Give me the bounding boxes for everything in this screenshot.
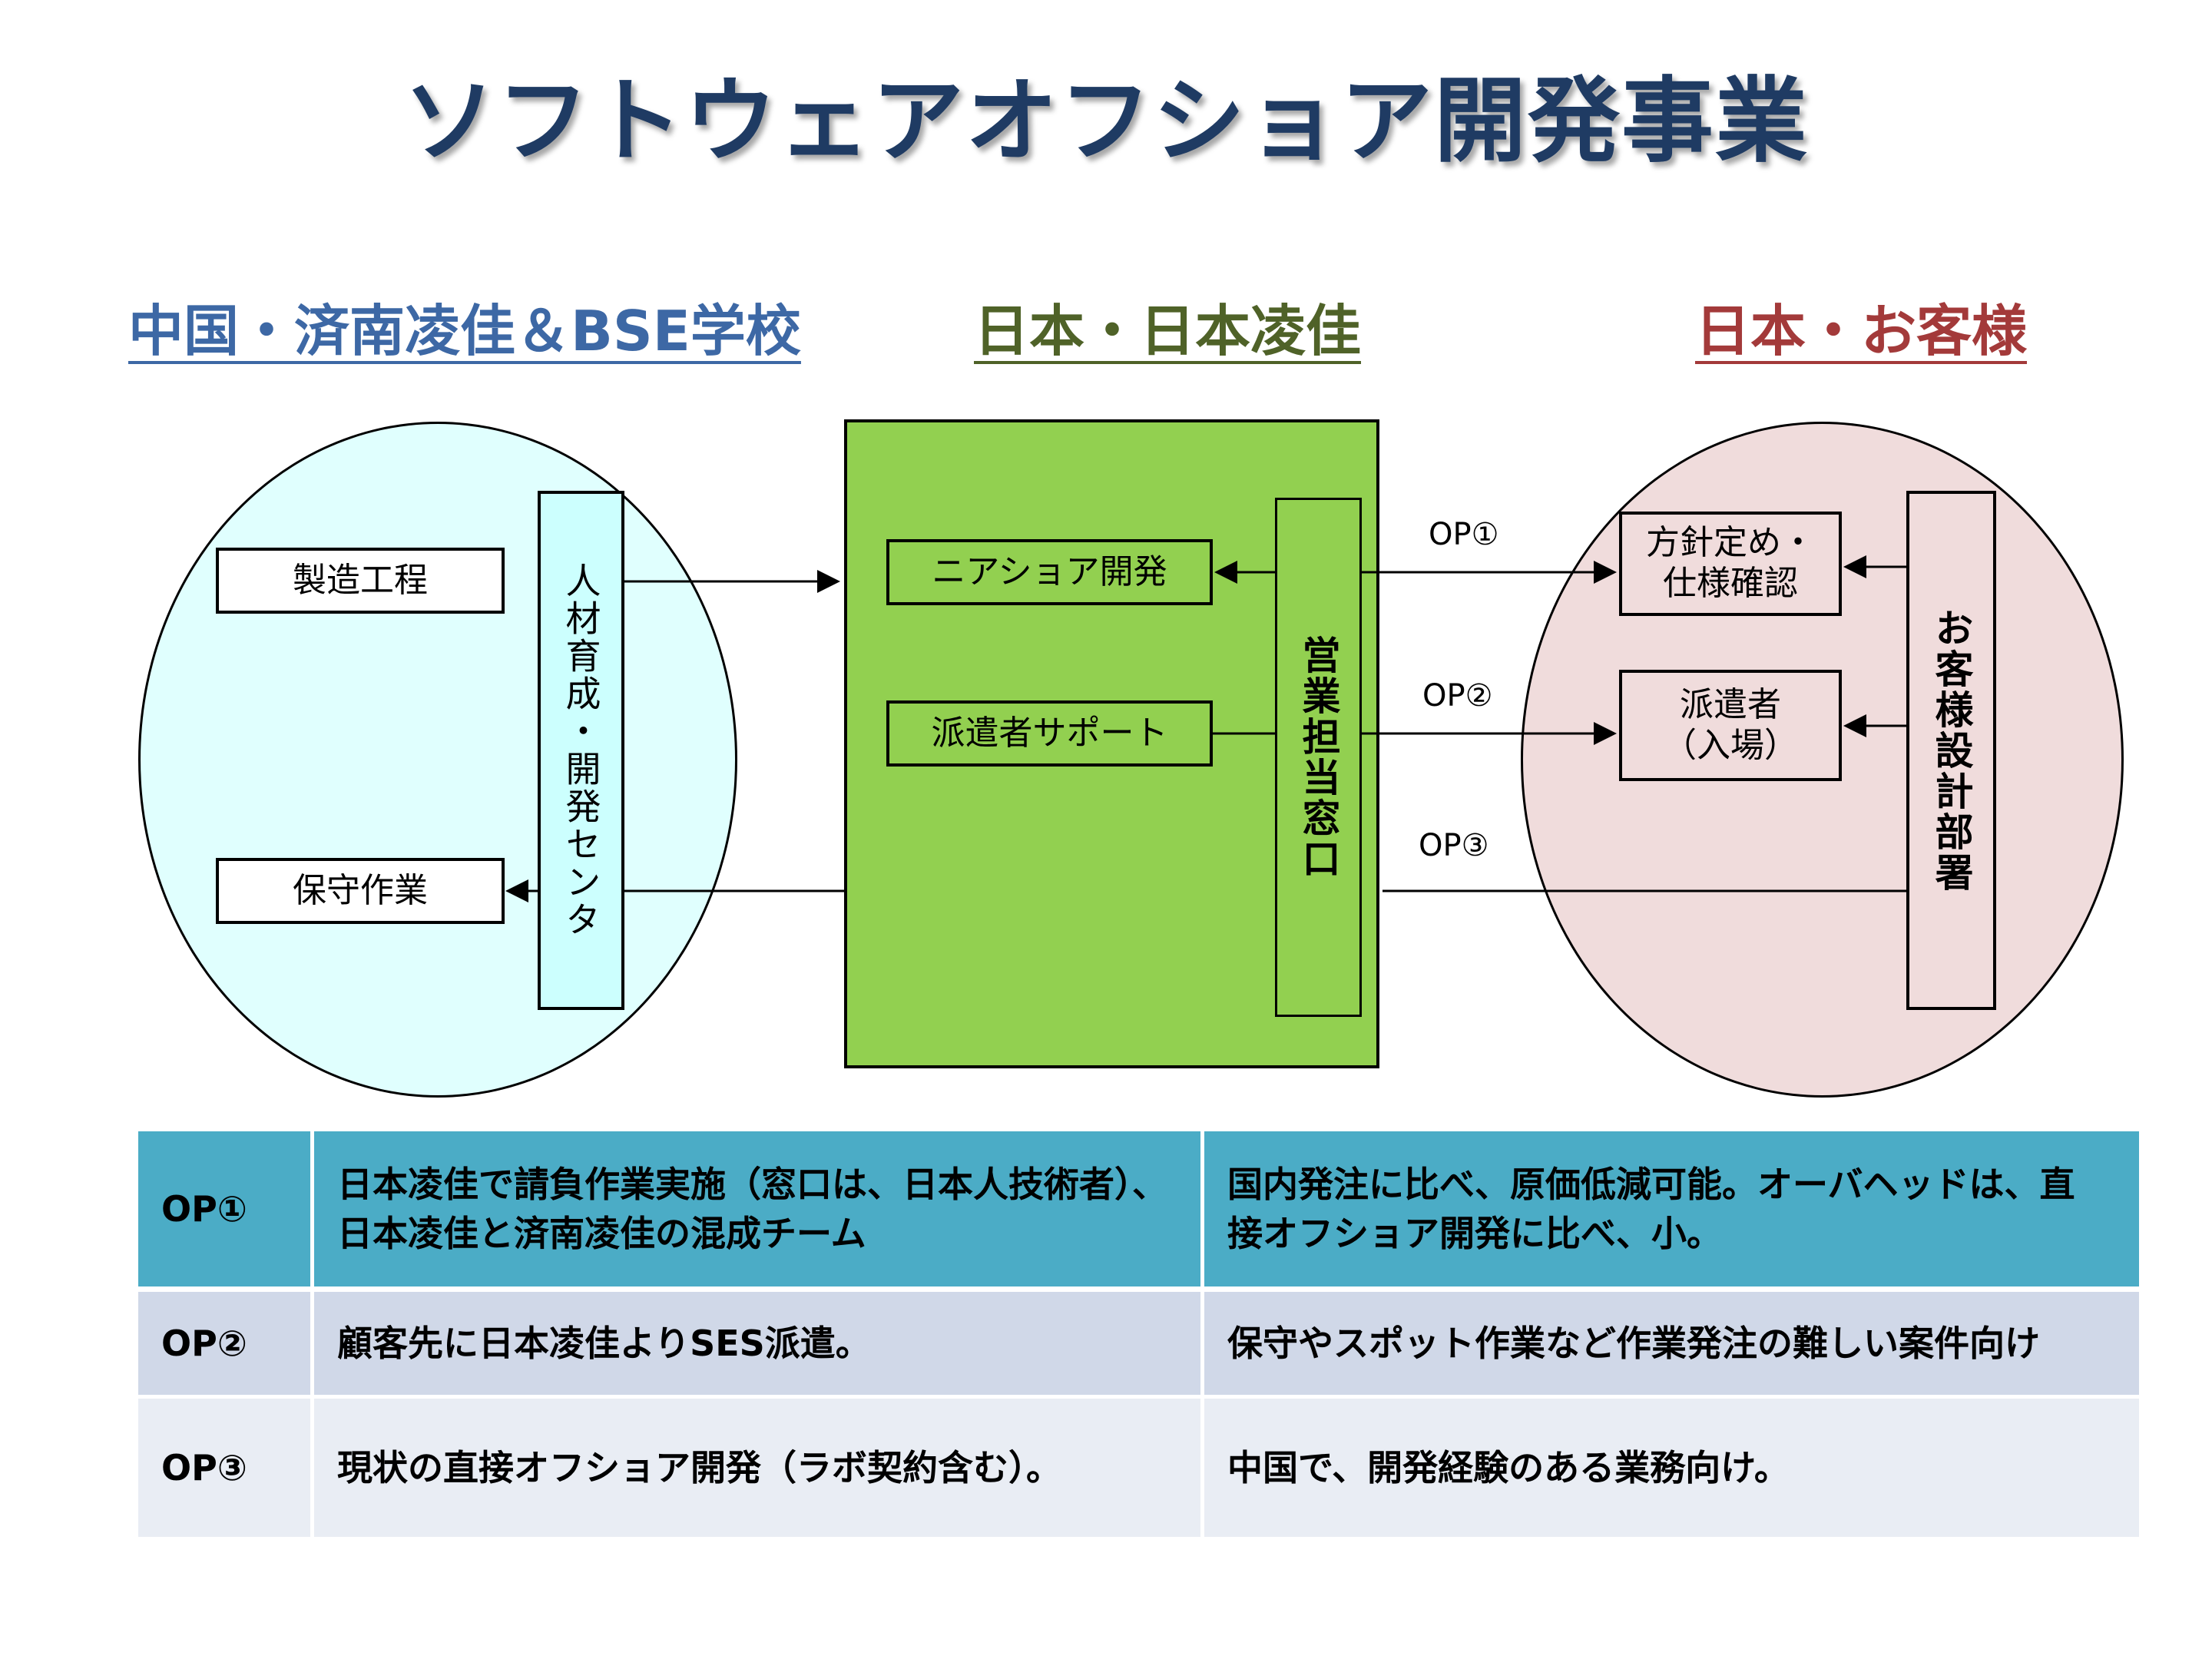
maintenance-box: 保守作業 [216,858,505,924]
design-dept-label: お客様設計部署 [1929,608,1974,893]
op3-connector-label: OP③ [1419,828,1489,863]
comparison-table: OP① 日本凌佳で請負作業実施（窓口は、日本人技術者）、日本凌佳と済南凌佳の混成… [138,1131,2139,1537]
china-ellipse [138,422,737,1098]
section-heading-japan: 日本・日本凌佳 [974,299,1362,363]
table-row-3-note: 中国で、開発経験のある業務向け。 [1204,1399,2139,1537]
manufacturing-box: 製造工程 [216,548,505,614]
section-heading-customer: 日本・お客様 [1695,299,2028,363]
dispatched-label: 派遣者 （入場） [1663,684,1798,765]
table-row-1-desc: 日本凌佳で請負作業実施（窓口は、日本人技術者）、日本凌佳と済南凌佳の混成チーム [314,1131,1200,1286]
table-row-2-note: 保守やスポット作業など作業発注の難しい案件向け [1204,1292,2139,1395]
table-row-1-label: OP① [138,1131,310,1286]
policy-box: 方針定め・ 仕様確認 [1619,512,1842,616]
nearshore-label: ニアショア開発 [932,551,1167,591]
dispatch-support-label: 派遣者サポート [931,713,1168,753]
table-row-3-desc: 現状の直接オフショア開発（ラボ契約含む）。 [314,1399,1200,1537]
op1-connector-label: OP① [1429,517,1499,552]
dev-center-box: 人材育成・開発センタ [538,491,624,1010]
manufacturing-label: 製造工程 [293,560,428,600]
op2-connector-label: OP② [1422,678,1493,714]
table-row-3-label: OP③ [138,1399,310,1537]
sales-window-box: 営業担当窓口 [1275,498,1362,1017]
dispatch-support-box: 派遣者サポート [886,700,1213,767]
design-dept-box: お客様設計部署 [1906,491,1996,1010]
table-row-1-note: 国内発注に比べ、原価低減可能。オーバヘッドは、直接オフショア開発に比べ、小。 [1204,1131,2139,1286]
dev-center-label: 人材育成・開発センタ [560,562,602,939]
sales-window-label: 営業担当窓口 [1296,635,1341,879]
nearshore-box: ニアショア開発 [886,539,1213,605]
policy-label: 方針定め・ 仕様確認 [1646,523,1815,603]
table-row-2-label: OP② [138,1292,310,1395]
page-title: ソフトウェアオフショア開発事業 [403,68,1809,175]
dispatched-box: 派遣者 （入場） [1619,670,1842,781]
section-heading-china: 中国・済南凌佳＆BSE学校 [128,299,801,363]
table-row-2-desc: 顧客先に日本凌佳よりSES派遣。 [314,1292,1200,1395]
maintenance-label: 保守作業 [293,870,428,910]
